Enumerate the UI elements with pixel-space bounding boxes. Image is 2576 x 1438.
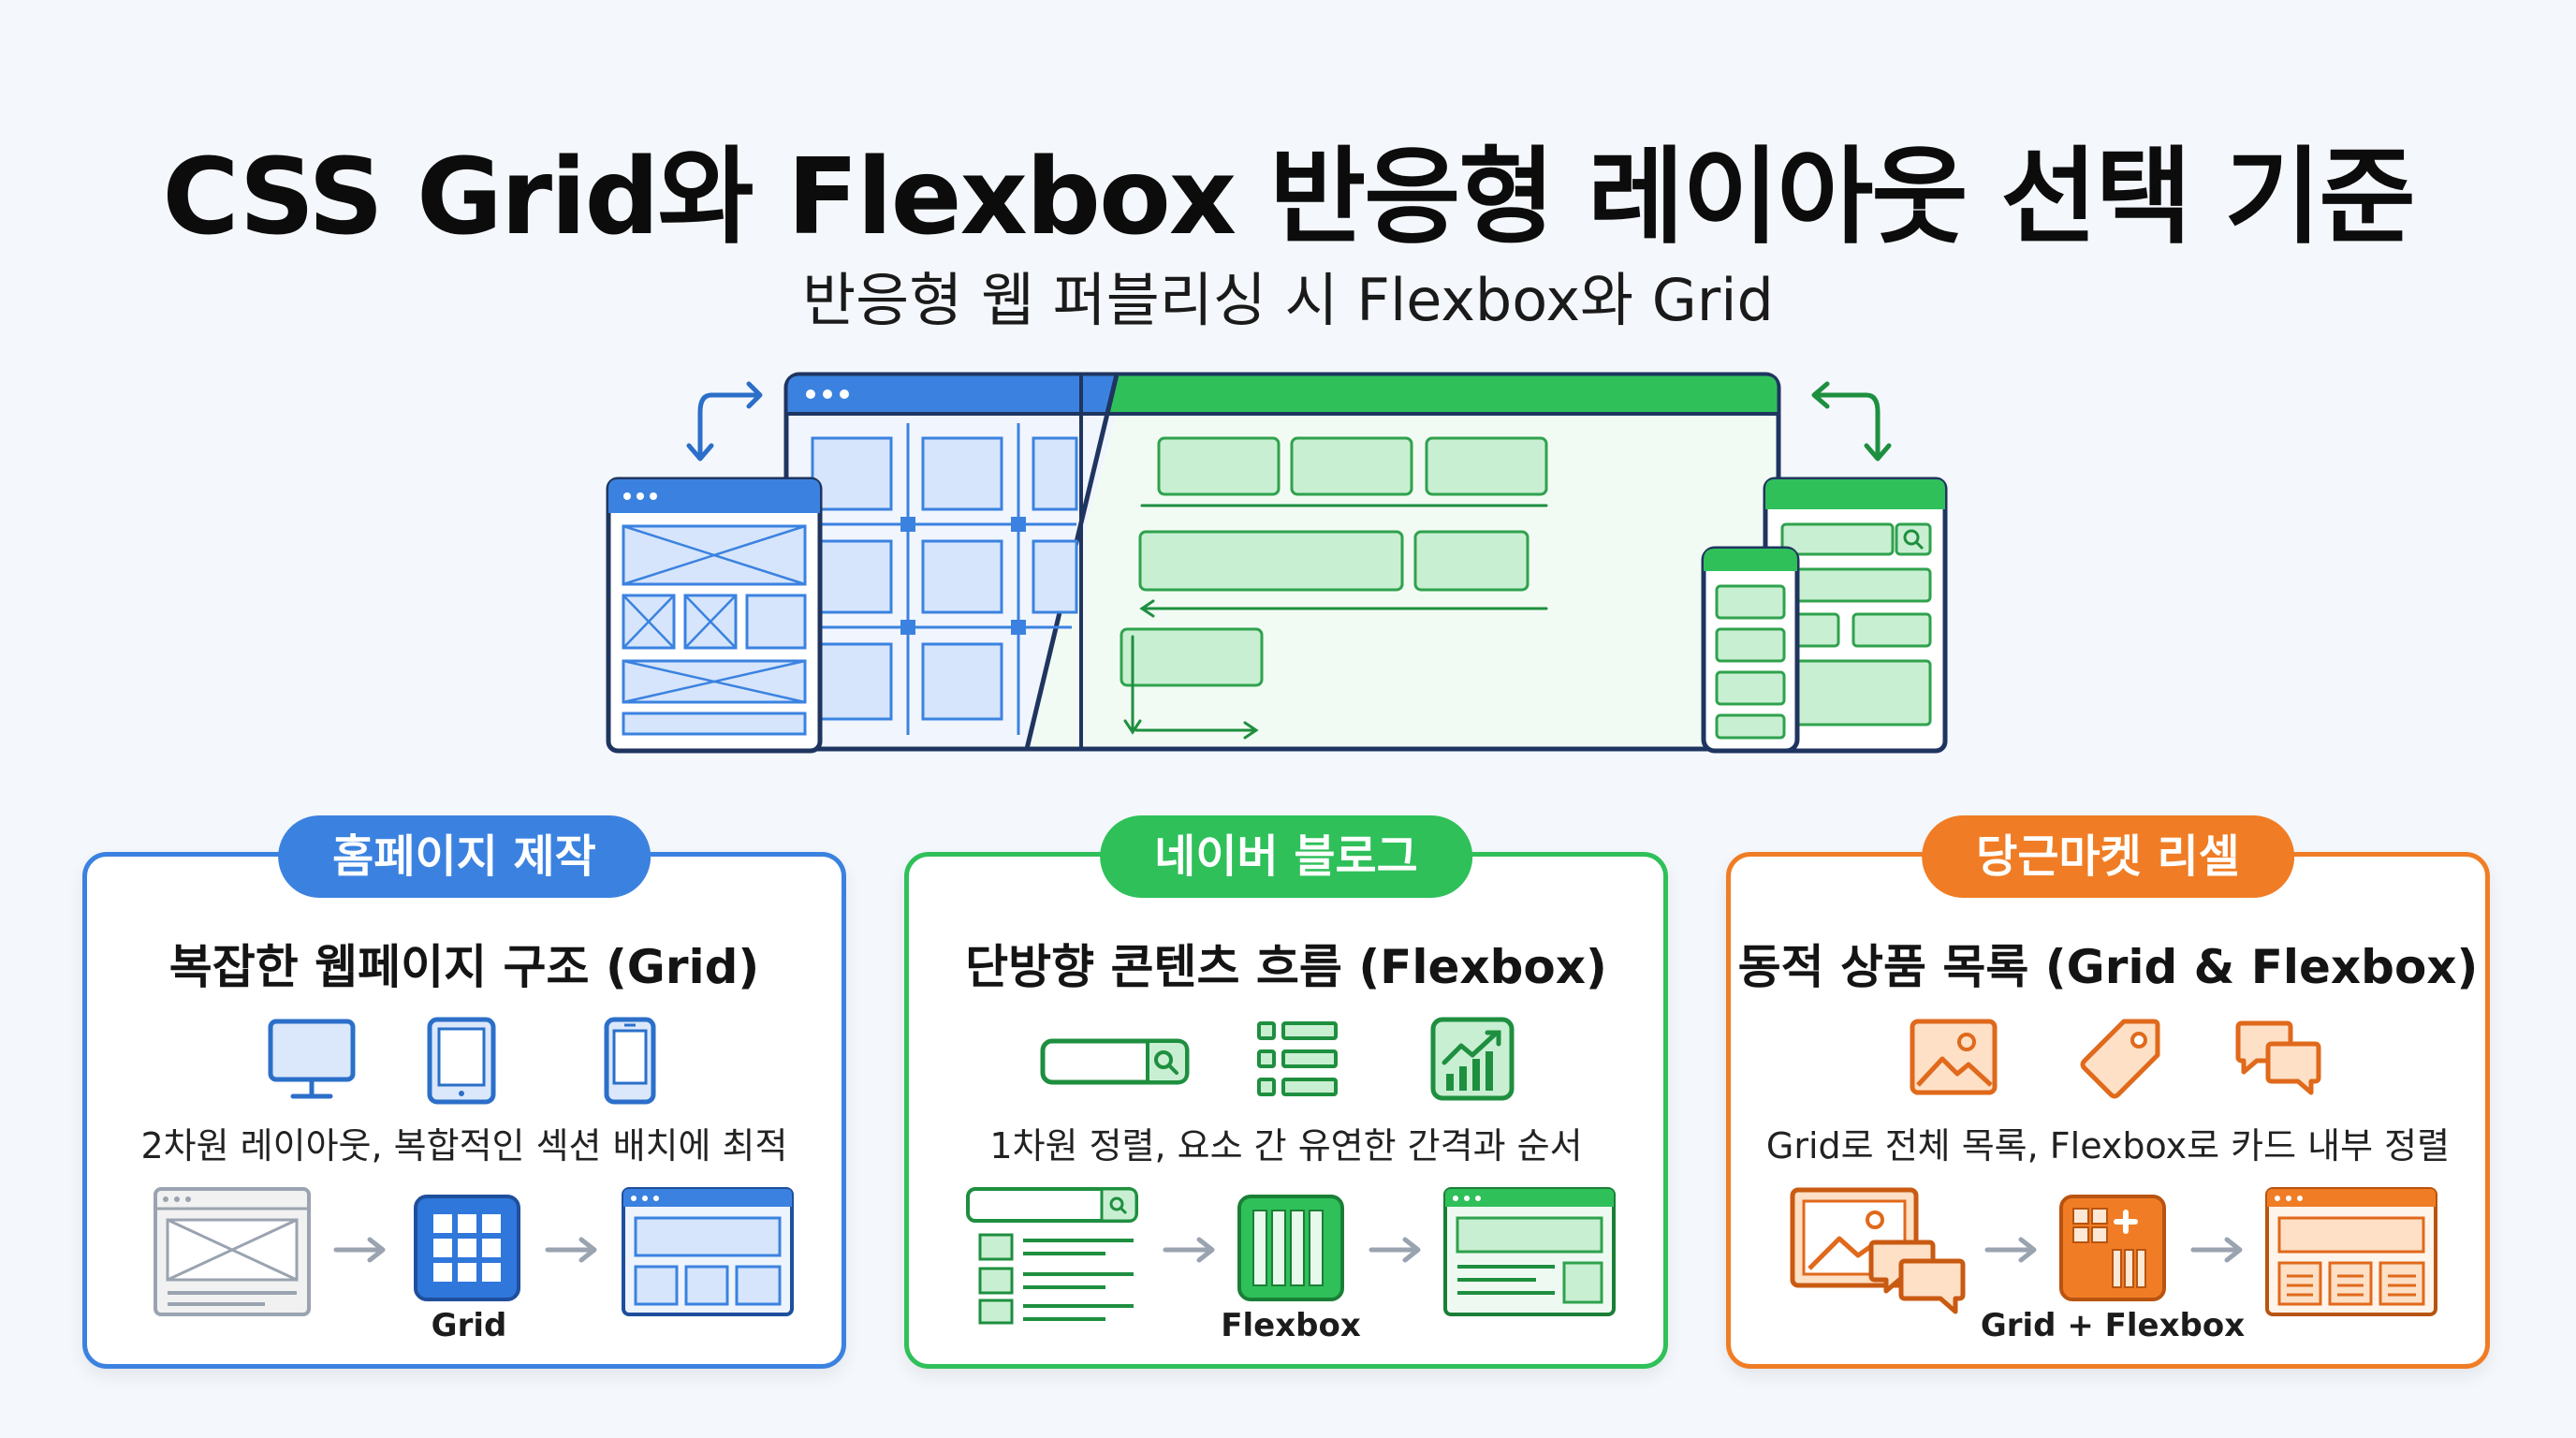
search-bar-icon	[1040, 1038, 1190, 1085]
chat-icon	[2235, 1020, 2321, 1095]
chart-icon	[1430, 1017, 1515, 1101]
card-tag: 네이버 블로그	[1100, 815, 1472, 898]
card-naver-blog: 네이버 블로그 단방향 콘텐츠 흐름 (Flexbox) 1차원 정렬, 요	[904, 815, 1668, 1369]
flow-label: Grid + Flexbox	[1980, 1307, 2246, 1344]
image-chat-icon	[1790, 1187, 1966, 1314]
card-homepage: 홈페이지 제작 복잡한 웹페이지 구조 (Grid) 2차원 레이아웃, 복합적…	[82, 815, 846, 1369]
hero-illustration	[606, 372, 1948, 754]
card-description: 1차원 정렬, 요소 간 유연한 간격과 순서	[989, 1125, 1583, 1167]
card-daangn-resell: 당근마켓 리셀 동적 상품 목록 (Grid & Flexbox) Grid로 …	[1726, 815, 2490, 1369]
swap-arrow-left-icon	[686, 381, 763, 462]
card-description: Grid로 전체 목록, Flexbox로 카드 내부 정렬	[1765, 1125, 2451, 1167]
card-heading: 단방향 콘텐츠 흐름 (Flexbox)	[965, 940, 1607, 994]
wireframe-page-icon	[154, 1187, 311, 1316]
arrow-right-icon	[1368, 1237, 1421, 1263]
flow-label: Grid	[431, 1307, 507, 1344]
list-icon	[1257, 1021, 1338, 1096]
tag-icon	[2080, 1019, 2160, 1099]
card-tag: 홈페이지 제작	[278, 815, 651, 898]
arrow-right-icon	[2190, 1237, 2243, 1263]
grid-icon	[414, 1195, 520, 1301]
flexbox-icon	[1237, 1195, 1344, 1301]
image-icon	[1910, 1019, 1998, 1095]
blog-list-icon	[966, 1187, 1138, 1325]
arrow-right-icon	[333, 1237, 386, 1263]
page-title: CSS Grid와 Flexbox 반응형 레이아웃 선택 기준	[162, 137, 2415, 258]
swap-arrow-right-icon	[1811, 381, 1892, 462]
flow-label: Flexbox	[1221, 1307, 1361, 1344]
desktop-icon	[268, 1019, 356, 1099]
card-tag: 당근마켓 리셀	[1922, 815, 2294, 898]
arrow-right-icon	[1163, 1237, 1215, 1263]
tablet-icon	[427, 1017, 496, 1105]
grid-flexbox-icon	[2059, 1195, 2166, 1301]
card-heading: 복잡한 웹페이지 구조 (Grid)	[168, 940, 760, 994]
flex-page-icon	[1443, 1187, 1616, 1316]
card-description: 2차원 레이아웃, 복합적인 섹션 배치에 최적	[140, 1125, 788, 1167]
card-heading: 동적 상품 목록 (Grid & Flexbox)	[1737, 940, 2479, 994]
grid-page-icon	[622, 1187, 794, 1316]
page-subtitle: 반응형 웹 퍼블리싱 시 Flexbox와 Grid	[802, 266, 1774, 334]
mobile-icon	[604, 1017, 656, 1105]
arrow-right-icon	[1984, 1237, 2037, 1263]
arrow-right-icon	[545, 1237, 597, 1263]
card-grid-page-icon	[2265, 1187, 2437, 1316]
